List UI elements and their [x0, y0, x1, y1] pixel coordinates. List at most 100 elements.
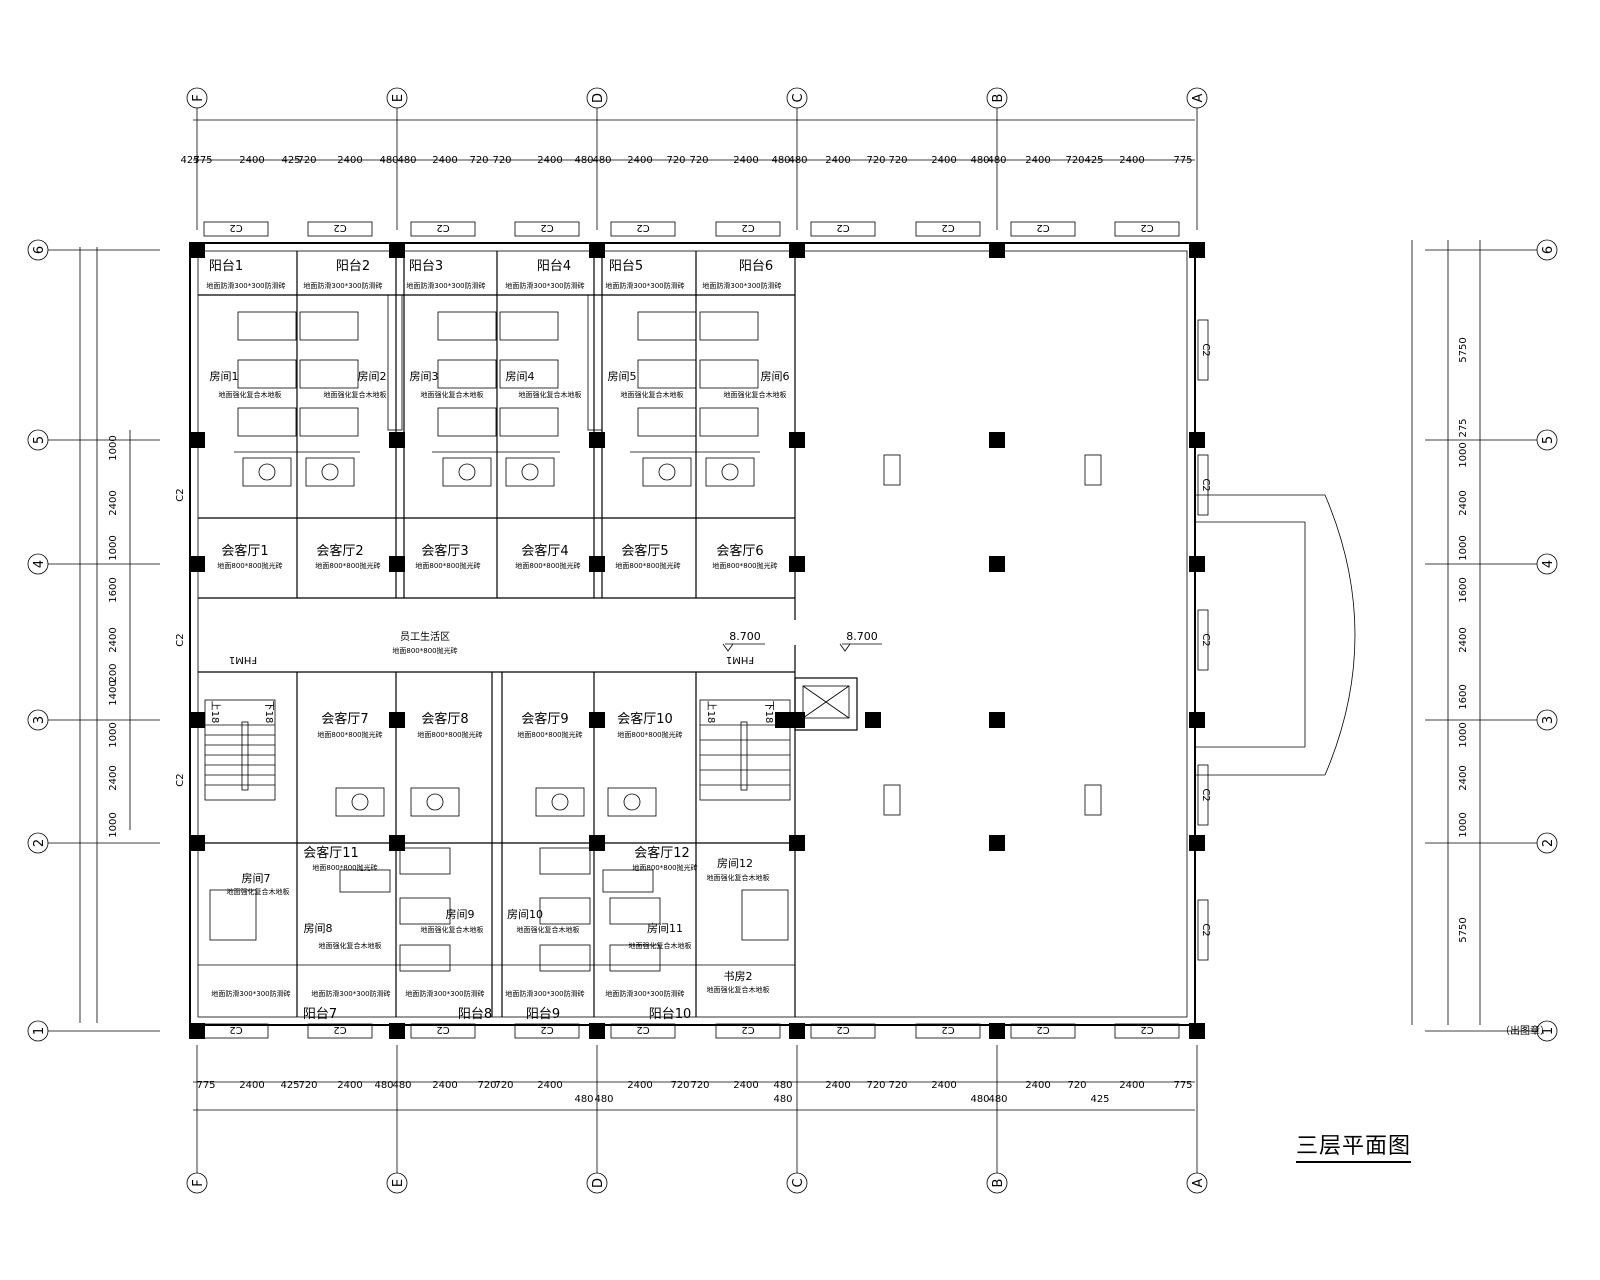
- room-floor-label: 地面强化复合木地板: [421, 390, 484, 399]
- bathroom-fixture: [442, 457, 492, 487]
- column: [789, 432, 805, 448]
- window-label: C2: [1200, 923, 1211, 936]
- dim-top: 480: [970, 155, 989, 166]
- dim-bottom: 720: [670, 1080, 689, 1091]
- room-floor-label: 地面强化复合木地板: [707, 873, 770, 882]
- sofa: [339, 869, 391, 893]
- axis-label-A: A: [1191, 93, 1206, 102]
- toilet-icon: [258, 463, 276, 481]
- window: [810, 221, 876, 237]
- window: [1197, 764, 1209, 826]
- window-label: C2: [1200, 633, 1211, 646]
- parlor-floor-label: 地面800*800抛光砖: [712, 561, 777, 570]
- window-label: C2: [1036, 222, 1049, 233]
- dim-top: 720: [666, 155, 685, 166]
- toilet-icon: [721, 463, 739, 481]
- window-label: C2: [436, 1024, 449, 1035]
- dim-top: 425: [180, 155, 199, 166]
- bathroom-fixture: [607, 787, 657, 817]
- parlor-label: 会客厅1: [221, 543, 268, 559]
- window-c2-group: C2C2C2C2C2C2C2C2C2C2C2C2C2C2C2C2C2C2C2C2…: [175, 221, 1211, 1039]
- bed: [609, 897, 661, 925]
- balcony-floor-label: 地面防滑300*300防滑砖: [505, 281, 584, 290]
- dim-bottom: 425: [280, 1080, 299, 1091]
- balcony-label: 阳台6: [739, 259, 773, 274]
- balcony-label: 阳台4: [537, 259, 571, 274]
- axis-label-6: 6: [1541, 246, 1556, 254]
- window-label: C2: [941, 222, 954, 233]
- room-label: 书房2: [724, 970, 753, 983]
- dim-right: 5750: [1458, 337, 1469, 362]
- room-label: 房间8: [304, 922, 333, 935]
- dim-left: 1000: [108, 812, 119, 837]
- room-floor-label: 地面强化复合木地板: [219, 390, 282, 399]
- dim-bottom: 720: [494, 1080, 513, 1091]
- balcony-label: 阳台8: [458, 1007, 492, 1022]
- column: [189, 712, 205, 728]
- elevation-label: 8.700: [729, 630, 761, 643]
- room-label: 房间9: [446, 908, 475, 921]
- dim-top: 775: [1173, 155, 1192, 166]
- column: [189, 242, 205, 258]
- toilet-icon: [658, 463, 676, 481]
- dim-left: 1000: [108, 722, 119, 747]
- dim-bottom: 2400: [1025, 1080, 1050, 1091]
- dim-bottom: 2400: [432, 1080, 457, 1091]
- parlor-floor-label: 地面800*800抛光砖: [515, 561, 580, 570]
- dim-top: 2400: [1119, 155, 1144, 166]
- window: [203, 221, 269, 237]
- dim-top: 720: [866, 155, 885, 166]
- axis-label-1: 1: [1541, 1027, 1556, 1035]
- bathroom-fixture: [642, 457, 692, 487]
- window-label: C2: [333, 1024, 346, 1035]
- dim-bottom: 480: [773, 1080, 792, 1091]
- column: [389, 1023, 405, 1039]
- bed: [399, 897, 451, 925]
- balcony-label: 阳台3: [409, 259, 443, 274]
- column: [589, 1023, 605, 1039]
- parlor-label: 会客厅5: [621, 543, 668, 559]
- room-label: 房间11: [647, 922, 683, 935]
- window: [514, 221, 580, 237]
- dim-top: 720: [492, 155, 511, 166]
- dim-top: 2400: [733, 155, 758, 166]
- dim-right: 1600: [1458, 684, 1469, 709]
- dim-bottom: 720: [1067, 1080, 1086, 1091]
- parlor-label: 会客厅3: [421, 543, 468, 559]
- dim-top: 425: [1084, 155, 1103, 166]
- bed: [299, 407, 359, 437]
- axis-label-C: C: [791, 93, 806, 102]
- window: [1010, 221, 1076, 237]
- balcony-label: 阳台1: [209, 259, 243, 274]
- room-label: 房间10: [507, 908, 543, 921]
- column: [865, 712, 881, 728]
- window-label: C2: [540, 222, 553, 233]
- bed: [609, 944, 661, 972]
- stair-up-label: 上18: [209, 701, 221, 724]
- column: [1189, 1023, 1205, 1039]
- toilet-icon: [623, 793, 641, 811]
- dim-top: 425: [281, 155, 300, 166]
- bathroom-fixture: [242, 457, 292, 487]
- column: [989, 432, 1005, 448]
- fire-door-label: FHM1: [726, 654, 754, 665]
- dim-top: 2400: [337, 155, 362, 166]
- axis-label-2: 2: [32, 839, 47, 847]
- window: [1114, 221, 1180, 237]
- bed: [437, 359, 497, 389]
- balcony-label: 阳台10: [649, 1007, 692, 1022]
- bed: [237, 359, 297, 389]
- window: [1114, 1023, 1180, 1039]
- dim-top: 480: [574, 155, 593, 166]
- window-label: C2: [1200, 343, 1211, 356]
- window-label: C2: [175, 488, 186, 501]
- balcony-label: 阳台5: [609, 259, 643, 274]
- drawing-title: 三层平面图: [1296, 1128, 1412, 1163]
- dim-left: 200: [108, 663, 119, 682]
- window: [1197, 899, 1209, 961]
- window-label: C2: [1200, 478, 1211, 491]
- dim-top: 720: [689, 155, 708, 166]
- bathroom-fixture: [335, 787, 385, 817]
